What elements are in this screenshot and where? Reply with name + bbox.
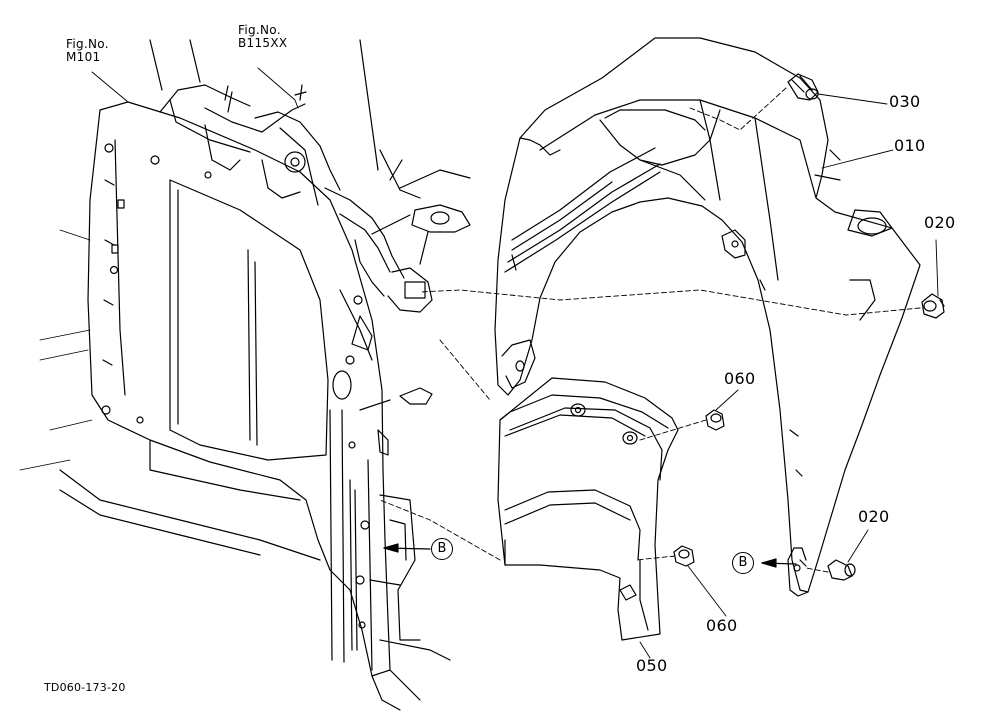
bolt-060-upper [705,409,725,431]
part-label-020-upper: 020 [924,213,956,232]
part-label-030: 030 [889,92,921,111]
cover-part-010 [494,37,921,597]
fig-ref-b115xx-line1: Fig.No. [238,23,281,37]
fig-ref-m101-line2: M101 [66,50,101,64]
marker-b-left: B [431,538,453,560]
bolt-030 [787,73,819,101]
part-label-050: 050 [636,656,668,675]
bolt-060-lower [673,545,695,567]
fig-ref-m101: Fig.No. M101 [66,38,109,64]
marker-b-right: B [732,552,754,574]
part-label-010: 010 [894,136,926,155]
fig-ref-m101-line1: Fig.No. [66,37,109,51]
bolt-020-lower [827,559,856,581]
drawing-code: TD060-173-20 [44,681,126,694]
leader-lines [91,67,939,659]
b-arrow-left [383,543,431,553]
fig-ref-b115xx: Fig.No. B115XX [238,24,287,50]
b-arrow-right [761,558,797,568]
assembly-guide-lines [379,87,921,573]
frame-panel-m101 [19,101,451,711]
part-label-020-lower: 020 [858,507,890,526]
fig-ref-b115xx-line2: B115XX [238,36,288,50]
part-label-060-lower: 060 [706,616,738,635]
bracket-part-050 [497,377,679,641]
linkage-mechanism-b115xx [149,39,471,456]
bolt-020-upper [921,293,945,319]
part-label-060-upper: 060 [724,369,756,388]
